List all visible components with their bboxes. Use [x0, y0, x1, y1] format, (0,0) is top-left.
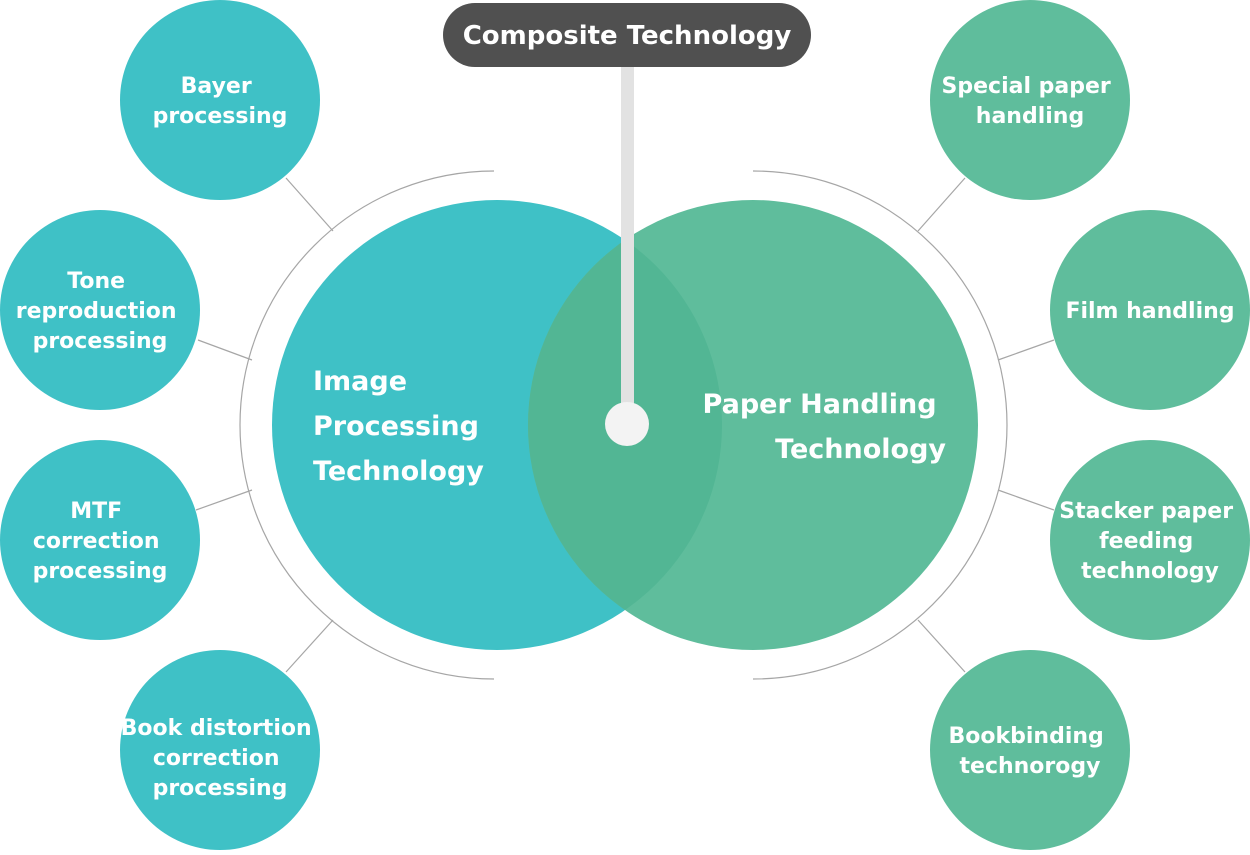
node-tone-reproduction: Tone reproduction processing — [0, 210, 200, 410]
node-film-handling: Film handling — [1050, 210, 1250, 410]
diagram-title: Composite Technology — [463, 21, 792, 51]
label-line: reproduction — [16, 299, 177, 324]
connector-dot — [605, 402, 649, 446]
node-circle — [930, 650, 1130, 850]
label-line: Technology — [313, 456, 484, 487]
label-line: Special paper — [942, 74, 1111, 99]
label-line: Paper Handling — [703, 389, 937, 420]
label-line: Bayer — [181, 74, 252, 99]
label-line: Film handling — [1065, 299, 1234, 324]
left-outer-arc — [239, 170, 495, 680]
connector-line — [621, 60, 634, 420]
node-book-distortion: Book distortion correction processing — [120, 650, 320, 850]
node-label: Book distortion correction processing — [121, 716, 320, 801]
node-circle — [120, 0, 320, 200]
label-line: correction — [153, 746, 280, 771]
node-label: Special paper handling — [942, 74, 1119, 129]
node-circle — [120, 650, 320, 850]
label-line: MTF — [70, 499, 122, 524]
left-nodes: Bayer processing Tone reproduction proce… — [0, 0, 320, 850]
label-line: feeding — [1099, 529, 1193, 554]
label-line: Tone — [67, 269, 125, 294]
node-label: Bookbinding technorogy — [949, 724, 1112, 779]
label-line: technorogy — [960, 754, 1101, 779]
spoke-line — [285, 619, 334, 673]
spoke-line — [997, 489, 1055, 511]
node-circle — [0, 210, 200, 410]
node-stacker-paper: Stacker paper feeding technology — [1050, 440, 1250, 640]
overlap-region — [528, 200, 722, 650]
node-mtf-correction: MTF correction processing — [0, 440, 200, 640]
node-special-paper: Special paper handling — [930, 0, 1130, 200]
label-line: Stacker paper — [1059, 499, 1233, 524]
label-line: Book distortion — [121, 716, 312, 741]
label-line: processing — [153, 104, 288, 129]
title-pill — [443, 3, 811, 67]
right-outer-arc — [752, 170, 1008, 680]
node-bayer-processing: Bayer processing — [120, 0, 320, 200]
right-nodes: Special paper handling Film handling Sta… — [930, 0, 1250, 850]
node-label: Film handling — [1065, 299, 1234, 324]
node-label: Bayer processing — [153, 74, 288, 129]
image-processing-label: Image Processing Technology — [313, 366, 488, 487]
node-label: MTF correction processing — [33, 499, 168, 584]
node-label: Stacker paper feeding technology — [1059, 499, 1241, 584]
label-line: processing — [33, 329, 168, 354]
label-line: technology — [1081, 559, 1219, 584]
node-circle — [930, 0, 1130, 200]
paper-handling-label: Paper Handling Technology — [703, 389, 947, 465]
label-line: Bookbinding — [949, 724, 1104, 749]
label-line: handling — [976, 104, 1084, 129]
label-line: Technology — [775, 434, 946, 465]
spoke-line — [997, 339, 1055, 361]
label-line: correction — [33, 529, 160, 554]
label-line: Image — [313, 366, 407, 397]
node-circle — [0, 440, 200, 640]
spoke-line — [195, 489, 253, 511]
spoke-line — [285, 177, 334, 232]
node-circle — [1050, 210, 1250, 410]
node-bookbinding: Bookbinding technorogy — [930, 650, 1130, 850]
right-spokes — [917, 177, 1055, 673]
label-line: processing — [33, 559, 168, 584]
spoke-line — [197, 339, 253, 361]
node-circle — [1050, 440, 1250, 640]
spoke-line — [917, 177, 966, 232]
spoke-line — [917, 619, 966, 673]
node-label: Tone reproduction processing — [16, 269, 184, 354]
label-line: Processing — [313, 411, 479, 442]
label-line: processing — [153, 776, 288, 801]
left-spokes — [195, 177, 334, 673]
